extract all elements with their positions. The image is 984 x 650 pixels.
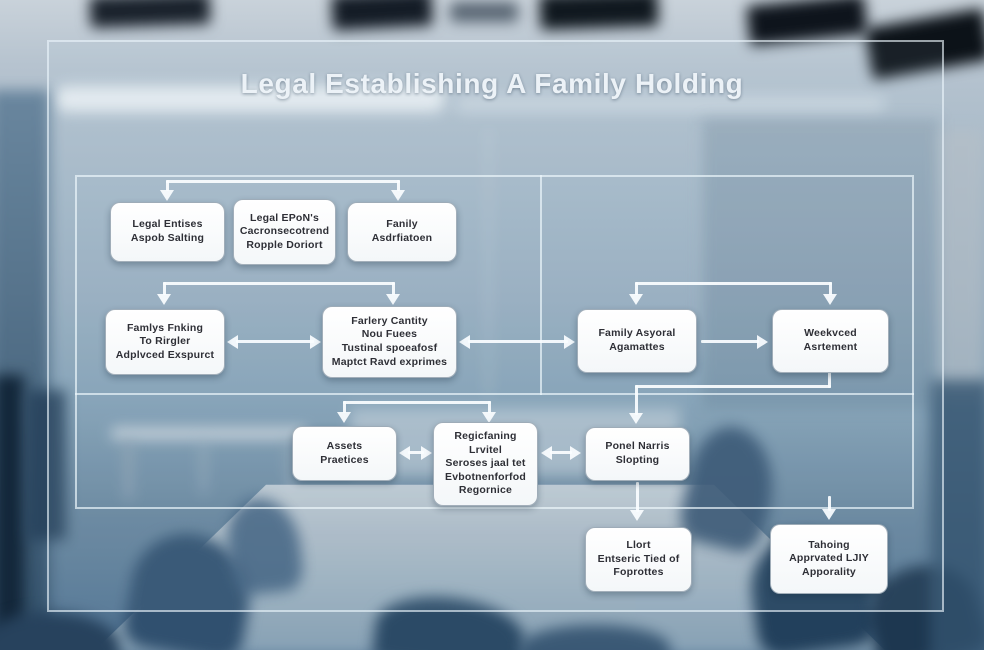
node-weekvced: Weekvced Asrtement	[772, 309, 889, 373]
node-text-line: Farlery Cantity	[351, 314, 428, 327]
side-table-top	[112, 428, 307, 439]
side-table-leg	[124, 439, 133, 499]
node-text-line: Entseric Tied of	[597, 552, 680, 565]
wall-seam	[487, 128, 490, 398]
panel-horizontal-divider	[75, 393, 914, 395]
node-llort: Llort Entseric Tied of Foprottes	[585, 527, 692, 592]
node-ponel-narris: Ponel Narris Slopting	[585, 427, 690, 481]
node-text-line: Foprottes	[613, 566, 664, 579]
side-table-leg	[286, 439, 295, 499]
node-tahoing: Tahoing Apprvated LJIY Apporality	[770, 524, 888, 594]
ceiling-panel	[331, 0, 433, 31]
diagram-title: Legal Establishing A Family Holding	[240, 68, 744, 99]
node-text-line: Apporality	[802, 565, 856, 578]
node-assets: Assets Praetices	[292, 426, 397, 481]
node-text-line: Cacronsecotrend	[239, 225, 330, 238]
node-text-line: Llort	[626, 539, 651, 552]
ceiling-panel	[450, 2, 518, 22]
ceiling-panel	[89, 0, 211, 29]
node-text-line: Regicfaning	[454, 429, 517, 442]
panel-vertical-divider	[540, 175, 542, 395]
node-text-line: Legal Entises	[132, 218, 203, 231]
node-text-line: Weekvced	[804, 327, 857, 340]
node-text-line: Praetices	[320, 453, 369, 466]
chair-silhouette	[0, 612, 120, 650]
node-text-line: Maptct Ravd exprimes	[331, 355, 448, 368]
node-text-line: Nou Fuees	[361, 328, 418, 341]
node-text-line: Aspob Salting	[130, 232, 205, 244]
node-legal-entises: Legal Entises Aspob Salting	[110, 202, 225, 262]
node-text-line: Family Asyoral	[598, 327, 676, 340]
node-farlery-cantity: Farlery Cantity Nou Fuees Tustinal spoea…	[322, 306, 457, 378]
right-wall-column	[938, 130, 984, 400]
node-family-asyoral: Family Asyoral Agamattes	[577, 309, 697, 373]
ceiling-light-band	[55, 86, 445, 112]
node-text-line: Tustinal spoeafosf	[341, 342, 438, 354]
node-text-line: Famlys Fnking	[126, 321, 204, 334]
node-fanily: Fanily Asdrfiatoen	[347, 202, 457, 262]
node-legal-epods: Legal EPoN's Cacronsecotrend Ropple Dori…	[233, 199, 336, 265]
ceiling-panel	[539, 0, 659, 31]
node-text-line: Assets	[326, 439, 363, 452]
wall-seam	[698, 128, 701, 358]
node-regicfaning: Regicfaning Lrvitel Seroses jaal tet Evb…	[433, 422, 538, 506]
node-famlys-fnking: Famlys Fnking To Rirgler Adplvced Exspur…	[105, 309, 225, 375]
node-text-line: Legal EPoN's	[249, 211, 320, 224]
node-text-line: Slopting	[615, 454, 660, 466]
side-table-leg	[200, 439, 207, 494]
node-text-line: Evbotnenforfod	[445, 470, 526, 483]
node-text-line: Regornice	[458, 484, 513, 497]
node-text-line: To Rirgler	[139, 335, 191, 348]
ceiling-light-band	[455, 96, 885, 112]
node-text-line: Asrtement	[803, 341, 858, 353]
node-text-line: Seroses jaal tet	[445, 457, 526, 470]
node-text-line: Agamattes	[609, 341, 665, 353]
node-text-line: Adplvced Exspurct	[115, 348, 215, 361]
node-text-line: Asdrfiatoen	[371, 232, 433, 244]
node-text-line: Ropple Doriort	[246, 238, 323, 251]
right-dark-corner	[930, 380, 984, 650]
node-text-line: Tahoing	[808, 538, 850, 551]
flowchart-panel-border	[75, 175, 914, 509]
left-curtain	[26, 390, 66, 540]
node-text-line: Ponel Narris	[605, 440, 670, 453]
node-text-line: Apprvated LJIY	[789, 552, 869, 565]
node-text-line: Lrvitel	[469, 443, 502, 456]
node-text-line: Fanily	[386, 218, 418, 231]
left-pillar	[0, 375, 24, 650]
